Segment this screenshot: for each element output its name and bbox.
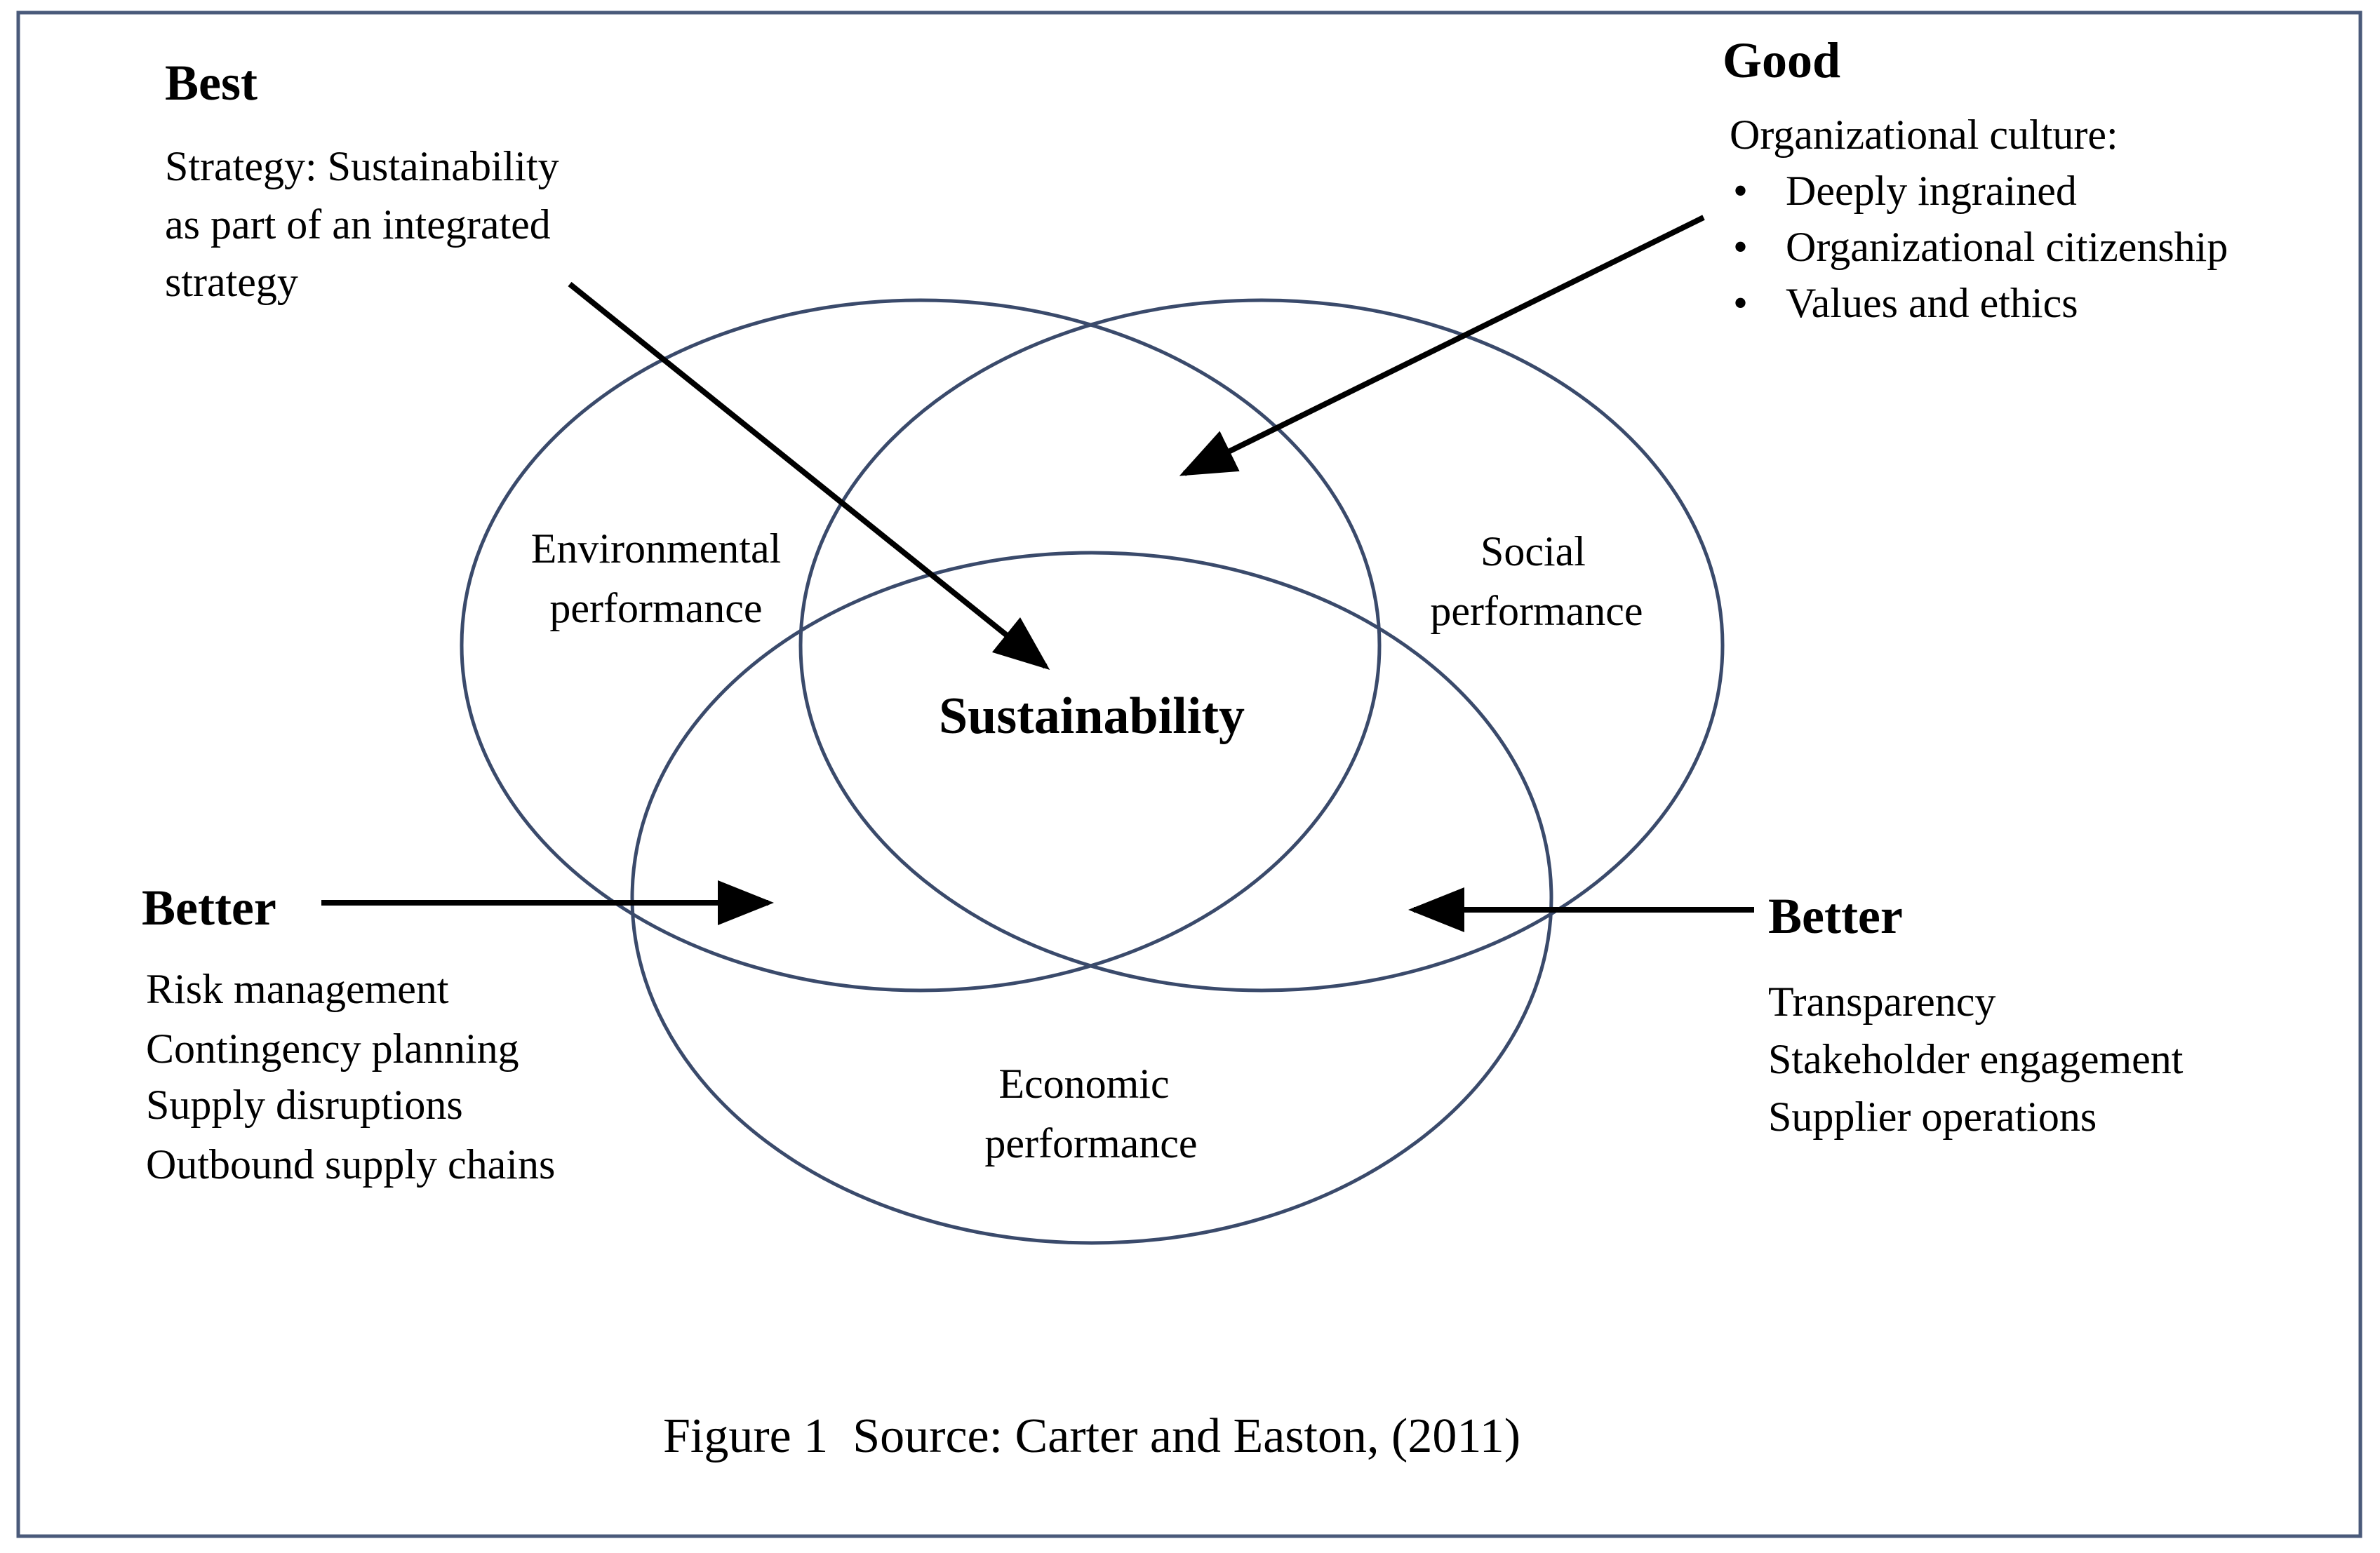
figure-frame [16,11,2362,1538]
good-bullet-dot-2: • [1733,224,1748,270]
best-heading: Best [165,55,258,111]
social-label-line-1: Social [1480,528,1586,574]
good-bullet-3: Values and ethics [1786,280,2078,326]
good-heading: Good [1723,32,1840,88]
economic-label-line-1: Economic [998,1061,1169,1107]
economic-ellipse [630,551,1553,1245]
better-right-heading: Better [1768,888,1903,944]
better-right-line-3: Supplier operations [1768,1094,2097,1140]
good-bullet-2: Organizational citizenship [1786,224,2228,270]
better-left-line-2: Contingency planning [146,1026,519,1072]
social-ellipse [798,298,1725,993]
better-left-line-3: Supply disruptions [146,1082,463,1128]
better-left-heading: Better [142,880,276,936]
best-line-2: as part of an integrated [165,201,551,248]
social-label-line-2: performance [1430,588,1643,634]
better-right-line-1: Transparency [1768,979,1995,1025]
figure-caption: Figure 1 Source: Carter and Easton, (201… [663,1409,1520,1463]
good-arrow [1179,215,1705,476]
better-left-line-1: Risk management [146,966,449,1012]
economic-label-line-2: performance [984,1120,1197,1167]
sustainability-center-label: Sustainability [939,687,1245,745]
good-bullet-dot-1: • [1733,168,1748,214]
environmental-label-line-2: performance [549,585,762,631]
best-arrow [568,281,1050,671]
good-bullet-1: Deeply ingrained [1786,168,2077,214]
better-right-line-2: Stakeholder engagement [1768,1036,2184,1082]
environmental-ellipse [460,298,1382,993]
better-left-line-4: Outbound supply chains [146,1141,555,1188]
good-bullet-dot-3: • [1733,280,1748,326]
environmental-label-line-1: Environmental [531,525,782,572]
best-line-3: strategy [165,259,298,305]
good-intro: Organizational culture: [1730,112,2118,158]
best-line-1: Strategy: Sustainability [165,143,559,189]
